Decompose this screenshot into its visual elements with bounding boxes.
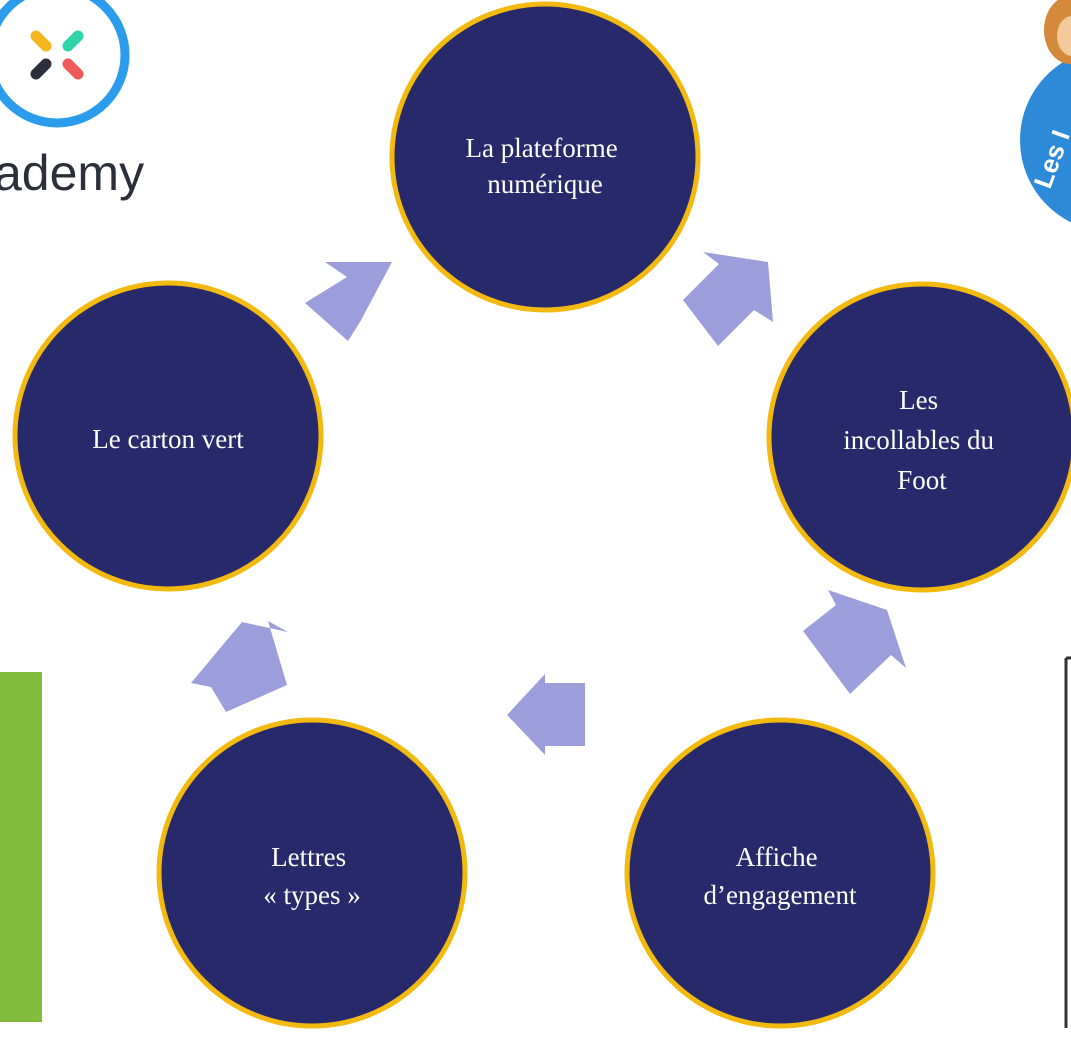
arrow-plateforme-to-incollables — [683, 252, 773, 346]
node-label-line: Les — [899, 385, 938, 415]
cycle-node-plateforme: La plateforme numérique — [389, 1, 701, 313]
node-label-line: La plateforme — [466, 133, 618, 163]
node-label-line: d’engagement — [704, 880, 857, 910]
node-circle — [766, 281, 1071, 593]
node-circle — [624, 717, 936, 1029]
node-circle — [12, 280, 324, 592]
node-label-line: numérique — [487, 169, 602, 199]
node-label-line: Le carton vert — [92, 424, 244, 454]
cycle-arrows — [191, 252, 906, 755]
svg-text:Affiche d’engagement: Affiche d’engagement — [704, 842, 857, 910]
node-label-line: Affiche — [736, 842, 818, 872]
node-label-line: Foot — [897, 465, 947, 495]
node-label-line: incollables du — [843, 425, 994, 455]
academy-x-logo-icon — [0, 0, 130, 128]
incollables-badge: Les I — [1020, 0, 1071, 223]
svg-text:Les incollables du: Les incollables du Foot — [843, 385, 1000, 495]
cycle-node-incollables: Les incollables du Foot — [766, 281, 1071, 593]
node-label-line: Lettres — [271, 842, 346, 872]
arrow-lettres-to-carton — [191, 621, 288, 712]
arrow-carton-to-plateforme — [305, 262, 392, 341]
node-circle — [389, 1, 701, 313]
node-circle — [156, 717, 468, 1029]
svg-text:La plateforme numérique: La plateforme numérique — [466, 133, 625, 199]
cycle-node-lettres: Lettres « types » — [156, 717, 468, 1029]
cycle-node-carton: Le carton vert — [12, 280, 324, 592]
svg-text:Lettres « types »: Lettres « types » — [263, 842, 361, 910]
green-side-panel — [0, 672, 42, 1022]
incollables-badge-icon — [1020, 57, 1071, 223]
academy-logo: ademy — [0, 0, 144, 201]
svg-text:Le carton vert: Le carton vert — [92, 424, 244, 454]
dark-side-frame — [1064, 656, 1071, 1028]
arrow-affiche-to-lettres — [507, 674, 585, 755]
cycle-node-affiche: Affiche d’engagement — [624, 717, 936, 1029]
node-label-line: « types » — [263, 880, 361, 910]
academy-logo-text: ademy — [0, 145, 144, 201]
arrow-incollables-to-affiche — [803, 590, 906, 694]
